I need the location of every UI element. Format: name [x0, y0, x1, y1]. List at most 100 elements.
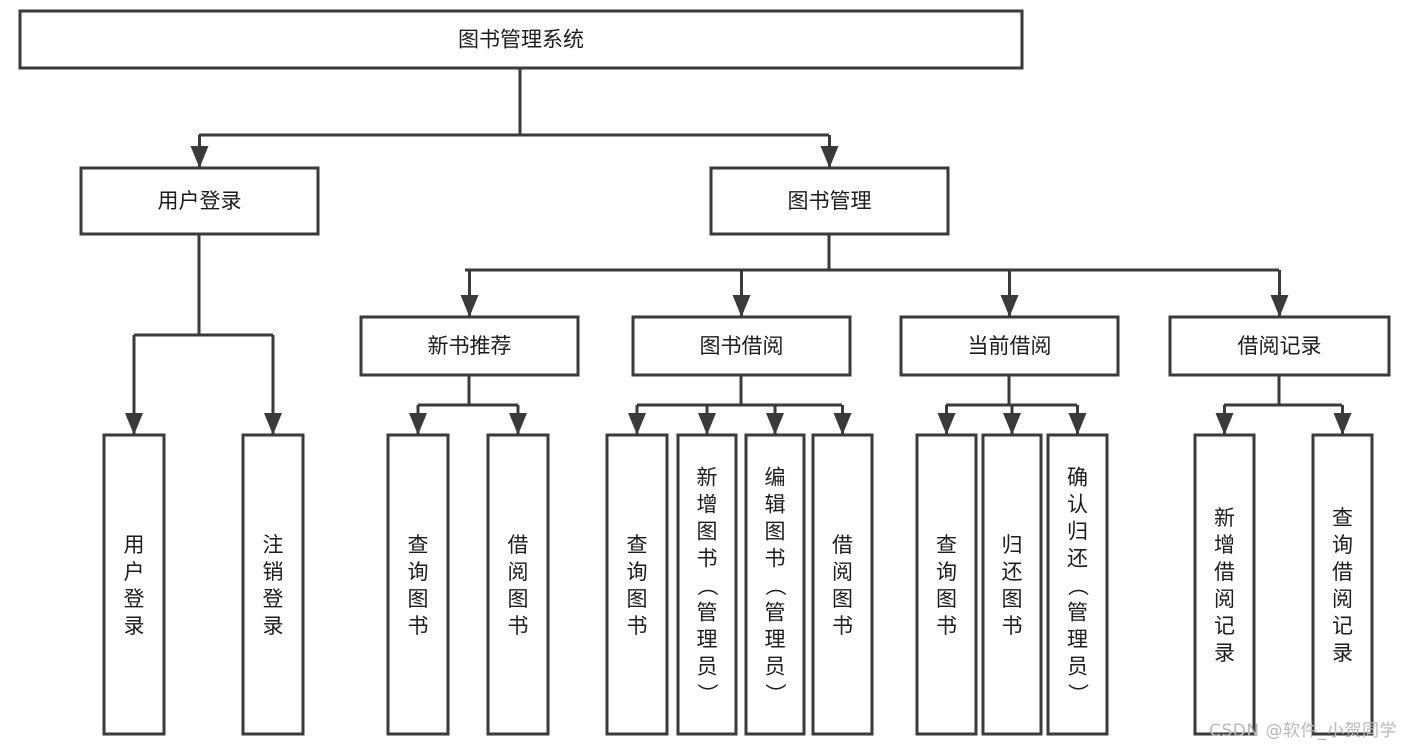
node-box[interactable] — [709, 166, 950, 236]
arrow-group-book-manage-bus — [460, 270, 1289, 317]
node-label-char: 员 — [697, 655, 718, 679]
node-label-char: 管 — [765, 601, 786, 625]
node-box[interactable] — [1046, 433, 1109, 736]
node-label-char: 图 — [508, 587, 529, 611]
node-label-char: 员 — [1067, 655, 1088, 679]
node-box[interactable] — [676, 433, 738, 736]
node-box[interactable] — [899, 315, 1120, 377]
node-label-char: 借 — [1214, 560, 1235, 584]
node-label-char: （ — [763, 575, 787, 596]
node-level3-1[interactable]: 图书借阅 — [631, 315, 852, 377]
node-label-char: 增 — [697, 493, 718, 517]
node-label-char: （ — [1066, 575, 1090, 596]
node-box[interactable] — [1168, 315, 1391, 377]
node-box[interactable] — [811, 433, 874, 736]
node-label-char: 借 — [1332, 560, 1353, 584]
node-box[interactable] — [79, 166, 320, 236]
node-label: 用户登录 — [158, 189, 242, 213]
node-root-system[interactable]: 图书管理系统 — [18, 9, 1024, 70]
node-box[interactable] — [1311, 433, 1374, 736]
node-label-char: 阅 — [1332, 587, 1353, 611]
connector-new-book-bus — [418, 375, 518, 407]
node-label-char: 阅 — [508, 560, 529, 584]
node-label-char: 还 — [1067, 547, 1088, 571]
node-label-char: 理 — [697, 628, 718, 652]
node-label-char: 书 — [1002, 614, 1023, 638]
node-box[interactable] — [744, 433, 806, 736]
node-box[interactable] — [359, 315, 580, 377]
node-label-char: 登 — [263, 587, 284, 611]
node-box[interactable] — [605, 433, 669, 736]
node-box[interactable] — [241, 433, 305, 736]
node-label-char: 理 — [1067, 628, 1088, 652]
node-label-char: 理 — [765, 628, 786, 652]
node-label-char: 借 — [508, 533, 529, 557]
node-level2-0[interactable]: 用户登录 — [79, 166, 320, 236]
connector-borrow-bus — [637, 375, 842, 407]
node-label-char: 户 — [124, 560, 145, 584]
node-label-char: 注 — [263, 533, 284, 557]
node-label-char: ） — [1066, 683, 1090, 704]
node-label-char: 图 — [765, 520, 786, 544]
node-label-char: 查 — [1332, 506, 1353, 530]
connector-current-borrow-bus — [946, 375, 1077, 407]
connector-book-manage-bus — [465, 234, 1279, 272]
node-level3-0[interactable]: 新书推荐 — [359, 315, 580, 377]
node-label-char: 图 — [936, 587, 957, 611]
node-label-char: 图 — [832, 587, 853, 611]
node-label-char: 询 — [627, 560, 648, 584]
node-label-char: 书 — [408, 614, 429, 638]
node-level3-2[interactable]: 当前借阅 — [899, 315, 1120, 377]
node-label-char: 图 — [627, 587, 648, 611]
node-label-char: 登 — [124, 587, 145, 611]
arrow-group-borrow-bus — [628, 405, 852, 435]
arrow-group-record-bus — [1215, 405, 1352, 435]
node-box[interactable] — [1193, 433, 1256, 736]
node-box[interactable] — [486, 433, 550, 736]
node-label-char: 确 — [1067, 466, 1088, 490]
node-label-char: 录 — [263, 614, 284, 638]
node-label-char: 阅 — [832, 560, 853, 584]
node-label-char: 管 — [1067, 601, 1088, 625]
node-label-char: 录 — [1214, 641, 1235, 665]
connector-record-bus — [1224, 375, 1342, 407]
node-label-char: 书 — [697, 547, 718, 571]
node-box[interactable] — [386, 433, 450, 736]
arrow-group-root-bus — [190, 135, 839, 168]
node-label-char: 查 — [627, 533, 648, 557]
node-box[interactable] — [102, 433, 166, 736]
node-level3-3[interactable]: 借阅记录 — [1168, 315, 1391, 377]
node-leaf-0[interactable]: 用户登录 — [102, 433, 166, 736]
node-box[interactable] — [915, 433, 978, 736]
node-label-char: 增 — [1214, 533, 1235, 557]
node-level2-1[interactable]: 图书管理 — [709, 166, 950, 236]
node-box[interactable] — [18, 9, 1024, 70]
connector-user-login-bus — [134, 234, 273, 337]
node-label-char: 书 — [627, 614, 648, 638]
node-label-char: 图 — [1002, 587, 1023, 611]
node-label-char: 借 — [832, 533, 853, 557]
node-label-char: 书 — [508, 614, 529, 638]
node-label-char: 员 — [765, 655, 786, 679]
node-label-char: 图 — [697, 520, 718, 544]
node-label-char: 书 — [765, 547, 786, 571]
node-box[interactable] — [981, 433, 1043, 736]
node-label-char: 归 — [1002, 533, 1023, 557]
node-label-char: 辑 — [765, 493, 786, 517]
node-label-char: 还 — [1002, 560, 1023, 584]
node-label: 图书借阅 — [700, 334, 784, 358]
node-label-char: 记 — [1214, 614, 1235, 638]
node-box[interactable] — [631, 315, 852, 377]
